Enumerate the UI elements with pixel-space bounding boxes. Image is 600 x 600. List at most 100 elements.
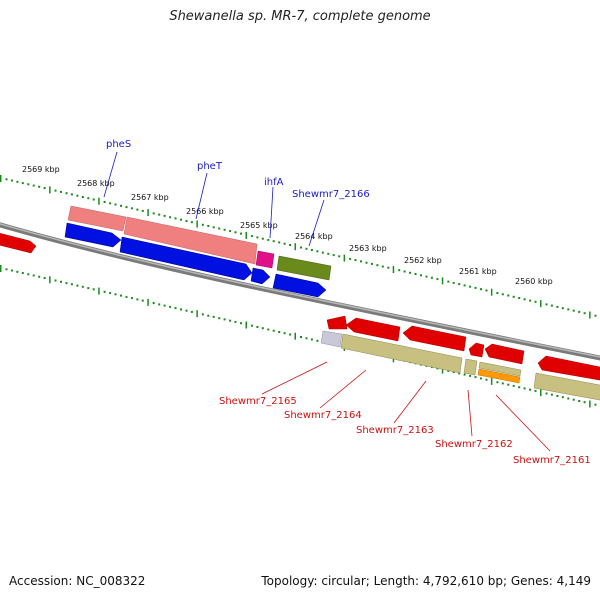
- gc-tick: [283, 332, 286, 335]
- gc-tick: [300, 246, 302, 249]
- gc-tick: [60, 280, 62, 283]
- gc-tick: [103, 201, 106, 203]
- gc-tick: [458, 283, 461, 286]
- gc-tick: [534, 389, 537, 392]
- gene-arrow-shewmr7-2164[interactable]: [402, 325, 467, 352]
- gc-tick: [289, 244, 292, 246]
- gene-arrow-pheT[interactable]: [119, 236, 253, 281]
- gene-feature-grey[interactable]: [320, 330, 343, 348]
- gc-tick: [387, 266, 390, 269]
- gc-tick: [338, 255, 341, 258]
- gc-tick: [32, 184, 35, 187]
- gene-ihfA-feature[interactable]: [255, 250, 275, 269]
- gc-tick: [283, 242, 286, 245]
- gc-tick: [130, 297, 133, 300]
- gc-tick: [474, 286, 477, 289]
- gc-tick: [141, 209, 144, 212]
- gc-tick: [163, 304, 166, 307]
- gc-tick: [556, 305, 559, 308]
- gc-tick: [305, 337, 308, 340]
- gc-tick: [245, 231, 247, 239]
- gc-tick: [272, 329, 275, 332]
- gc-tick: [529, 299, 532, 302]
- kbp-label: 2563 kbp: [349, 244, 387, 253]
- gc-tick: [294, 332, 296, 340]
- gc-tick: [594, 403, 597, 406]
- gc-tick: [185, 220, 188, 222]
- gene-pheS-feature[interactable]: [67, 205, 127, 232]
- gc-tick: [223, 318, 226, 321]
- gc-tick: [158, 213, 161, 216]
- gc-tick: [572, 398, 575, 401]
- gene-feature-khaki[interactable]: [478, 361, 522, 377]
- gene-shewmr7-2166-feature[interactable]: [276, 255, 332, 281]
- gene-label-shewmr7-2166[interactable]: Shewmr7_2166: [292, 189, 370, 200]
- gc-tick: [594, 314, 597, 317]
- gc-tick: [409, 271, 412, 274]
- gc-tick: [485, 378, 488, 381]
- gene-label-phet[interactable]: pheT: [197, 161, 223, 172]
- gene-label-shewmr7-2163[interactable]: Shewmr7_2163: [356, 425, 434, 436]
- gc-tick: [234, 231, 237, 234]
- gene-label-shewmr7-2161[interactable]: Shewmr7_2161: [513, 455, 591, 466]
- kbp-label: 2560 kbp: [515, 277, 553, 286]
- gene-arrow-shewmr7-2166[interactable]: [272, 273, 327, 298]
- gc-tick: [245, 321, 247, 329]
- gc-tick: [180, 308, 182, 311]
- gc-tick: [87, 197, 90, 200]
- gc-tick: [16, 270, 19, 273]
- gc-tick: [545, 392, 548, 395]
- gc-tick: [125, 295, 128, 298]
- gc-tick: [196, 310, 198, 318]
- gene-arrow[interactable]: [326, 315, 348, 330]
- gc-tick: [261, 237, 264, 240]
- gene-label-shewmr7-2162[interactable]: Shewmr7_2162: [435, 439, 513, 450]
- gc-tick: [109, 202, 112, 205]
- gc-tick: [0, 265, 2, 272]
- gene-feature-khaki[interactable]: [533, 372, 600, 401]
- gene-label-shewmr7-2164[interactable]: Shewmr7_2164: [284, 410, 362, 421]
- gene-feature-khaki[interactable]: [340, 333, 463, 374]
- gene-feature-khaki[interactable]: [463, 358, 478, 376]
- gc-tick: [92, 288, 95, 291]
- gene-label-phes[interactable]: pheS: [106, 139, 131, 150]
- gene-label-ihfa[interactable]: ihfA: [264, 177, 284, 188]
- gc-tick: [229, 230, 232, 233]
- gc-tick: [125, 206, 128, 209]
- gc-tick: [87, 287, 90, 290]
- gc-tick: [158, 303, 161, 306]
- gc-tick: [578, 310, 581, 313]
- gc-tick: [185, 309, 188, 312]
- kbp-label: 2562 kbp: [404, 256, 442, 265]
- gc-tick: [523, 387, 526, 390]
- gene-arrow-shewmr7-2161[interactable]: [537, 355, 600, 381]
- gc-tick: [21, 272, 24, 274]
- gc-tick: [163, 214, 166, 217]
- gene-feature-orange[interactable]: [477, 368, 521, 384]
- gc-tick: [49, 276, 51, 284]
- gene-arrow-shewmr7-2165[interactable]: [345, 317, 401, 342]
- gc-tick: [54, 189, 57, 192]
- gene-pheT-feature[interactable]: [123, 216, 258, 265]
- gc-tick: [196, 220, 198, 228]
- genome-backbone: [0, 222, 600, 361]
- gc-tick: [49, 186, 51, 194]
- gc-tick: [65, 282, 68, 285]
- gene-arrow-shewmr7-2163[interactable]: [468, 342, 485, 358]
- gc-tick: [507, 383, 510, 386]
- gc-tick: [392, 266, 395, 273]
- gc-tick: [81, 196, 84, 198]
- gc-tick: [485, 289, 488, 292]
- gene-arrow-ihfA[interactable]: [250, 267, 271, 285]
- gc-tick: [278, 331, 281, 333]
- gc-tick: [567, 308, 570, 311]
- gene-arrow-pheS[interactable]: [64, 222, 122, 248]
- gc-tick: [10, 269, 13, 272]
- gene-arrow[interactable]: [0, 232, 37, 254]
- gene-label-shewmr7-2165[interactable]: Shewmr7_2165: [219, 396, 297, 407]
- genome-summary-text: Topology: circular; Length: 4,792,610 bp…: [261, 574, 591, 588]
- gc-tick: [294, 243, 296, 251]
- gene-arrow-shewmr7-2162[interactable]: [484, 343, 525, 365]
- bottom-strand-genes: [320, 315, 600, 401]
